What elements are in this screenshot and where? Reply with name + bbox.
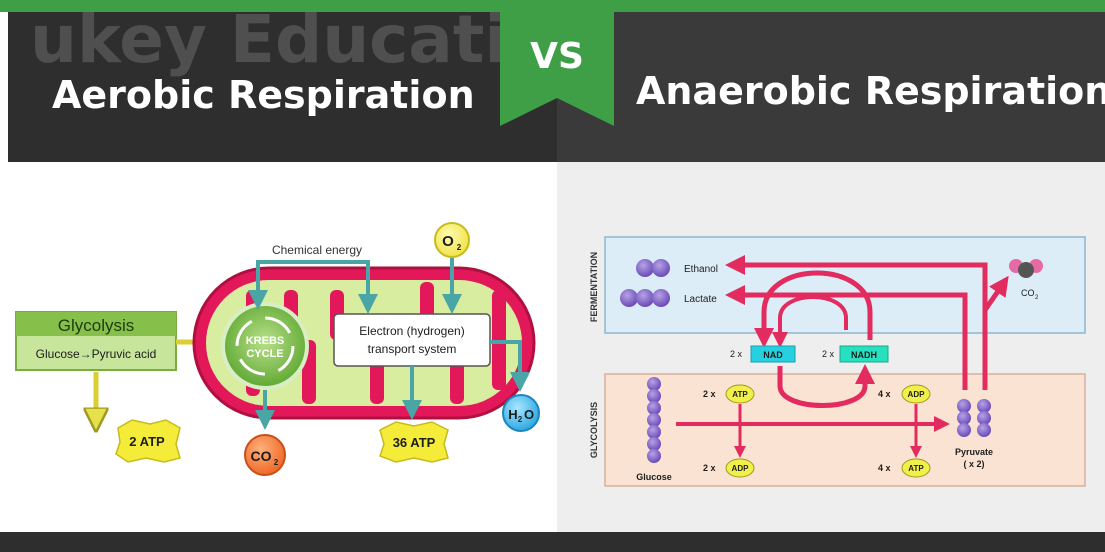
- fermentation-side-label: FERMENTATION: [589, 252, 599, 322]
- atp-2-label: 2 ATP: [129, 434, 165, 449]
- atp-top-prefix: 2 x: [703, 389, 716, 399]
- krebs-line2: CYCLE: [246, 348, 283, 360]
- ethanol-molecule: [636, 259, 654, 277]
- pyruvate-molecule: [957, 423, 971, 437]
- vs-ribbon: [500, 12, 614, 126]
- ethanol-arrow: [725, 255, 988, 390]
- h2o-molecule: [502, 394, 540, 432]
- atp-bottom-badge: [901, 458, 931, 478]
- h2o-arrow: [490, 340, 530, 392]
- watermark: ukey Educatio: [30, 1, 552, 78]
- aerobic-title: Aerobic Respiration: [52, 73, 475, 117]
- ethanol-label: Ethanol: [684, 264, 718, 275]
- anaerobic-diagram: FERMENTATION GLYCOLYSIS Ethanol Lactate …: [589, 236, 1086, 487]
- nad-badge: [750, 345, 796, 363]
- lactate-molecule: [652, 289, 670, 307]
- ethanol-molecule: [652, 259, 670, 277]
- atp-top-badge: [725, 384, 755, 404]
- lactate-label: Lactate: [684, 294, 717, 305]
- nad-label: NAD: [763, 350, 783, 360]
- header: ukey Educatio Aerobic Respiration VS Ana…: [0, 0, 1105, 162]
- glucose-molecule: [647, 413, 661, 427]
- h2o-subscript: 2: [518, 415, 523, 424]
- atp-36-label: 36 ATP: [393, 435, 436, 450]
- ferment-co2-subscript: 2: [1035, 295, 1039, 301]
- crista: [420, 282, 434, 318]
- adp-bottom-prefix: 2 x: [703, 463, 716, 473]
- nadh-to-nad-loop: [754, 270, 873, 348]
- glycolysis-title: Glycolysis: [58, 316, 135, 335]
- header-right-panel: [557, 12, 1105, 162]
- glucose-molecule: [647, 377, 661, 391]
- krebs-cycle-arrows: [235, 316, 295, 376]
- anaerobic-title: Anaerobic Respiration: [636, 69, 1105, 113]
- etc-line2: transport system: [368, 342, 457, 356]
- glucose-molecule: [647, 401, 661, 415]
- co2-subscript: 2: [274, 458, 279, 467]
- aerobic-diagram: Glycolysis Glucose→Pyruvic acid 2 ATP KR…: [15, 222, 540, 476]
- krebs-line1: KREBS: [246, 335, 285, 347]
- chemical-energy-arrow: [248, 260, 378, 314]
- adp-bottom-label: ADP: [732, 464, 750, 473]
- co2-carbon-atom: [1018, 262, 1034, 278]
- lactate-molecule: [620, 289, 638, 307]
- atp-bottom-label: ATP: [908, 464, 924, 473]
- glycolysis-region: [604, 373, 1086, 487]
- co2-label: CO: [251, 448, 272, 464]
- footer-bar: [0, 532, 1105, 552]
- o2-molecule: [434, 222, 470, 258]
- chemical-energy-label: Chemical energy: [272, 243, 362, 257]
- o2-subscript: 2: [457, 243, 462, 252]
- glucose-molecule: [647, 449, 661, 463]
- pyruvate-molecule: [977, 399, 991, 413]
- lactate-arrow: [725, 285, 968, 390]
- glucose-molecule: [647, 437, 661, 451]
- adp-top-badge: [901, 384, 931, 404]
- glucose-label: Glucose: [636, 472, 672, 482]
- adp-bottom-badge: [725, 458, 755, 478]
- pyruvate-molecule: [977, 411, 991, 425]
- co2-molecule: [244, 434, 286, 476]
- adp-top-prefix: 4 x: [878, 389, 891, 399]
- nad-prefix: 2 x: [730, 349, 743, 359]
- adp-top-label: ADP: [908, 390, 926, 399]
- h2o-o: O: [524, 407, 534, 422]
- atp-bottom-prefix: 4 x: [878, 463, 891, 473]
- header-left-panel: [8, 12, 557, 162]
- lactate-molecule: [636, 289, 654, 307]
- glycolysis-detail: Glucose→Pyruvic acid: [36, 347, 157, 361]
- h2o-h: H: [508, 407, 517, 422]
- header-top-stripe: [0, 0, 1105, 12]
- crista: [450, 362, 464, 404]
- vs-label: VS: [530, 36, 584, 77]
- o2-label: O: [442, 233, 454, 250]
- glucose-molecule: [647, 389, 661, 403]
- glucose-molecule: [647, 425, 661, 439]
- nadh-badge: [839, 345, 889, 363]
- atp-top-label: ATP: [732, 390, 748, 399]
- pyruvate-label: Pyruvate: [955, 447, 993, 457]
- atp-36-burst: [379, 421, 449, 463]
- pyruvate-molecule: [977, 423, 991, 437]
- co2-release-arrow: [982, 275, 1009, 312]
- nadh-label: NADH: [851, 350, 877, 360]
- atp-2-burst: [115, 419, 181, 463]
- pyruvate-molecule: [957, 411, 971, 425]
- ferment-co2-label: CO: [1021, 288, 1035, 298]
- glycolysis-side-label: GLYCOLYSIS: [589, 402, 599, 458]
- nad-to-nadh-uturn: [777, 364, 875, 408]
- crista: [370, 360, 384, 404]
- etc-line1: Electron (hydrogen): [359, 324, 464, 338]
- nadh-prefix: 2 x: [822, 349, 835, 359]
- inner-loop: [772, 295, 848, 348]
- pyruvate-count: ( x 2): [963, 459, 984, 469]
- etc-box: [333, 313, 491, 367]
- glycolysis-header: [16, 312, 176, 336]
- pyruvate-molecule: [957, 399, 971, 413]
